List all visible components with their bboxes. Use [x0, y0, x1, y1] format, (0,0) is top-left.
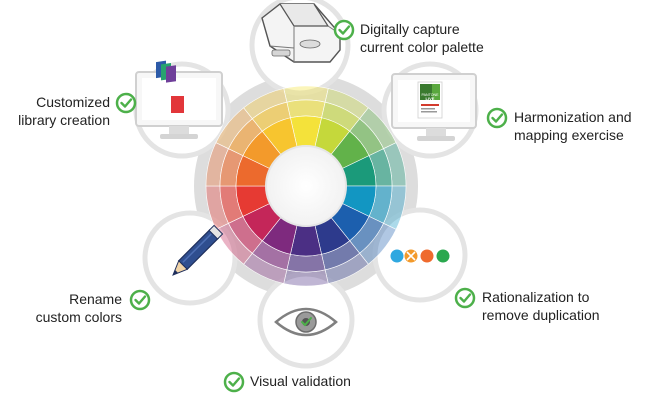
step-label-library: Customized library creation — [0, 93, 110, 129]
check-badge-validation-icon — [223, 371, 245, 393]
check-mark-rationalization-icon — [459, 293, 472, 303]
check-mark-rename-icon — [134, 295, 147, 305]
step-rationalization-line-1: Rationalization to — [482, 289, 590, 305]
step-label-capture: Digitally capture current color palette — [360, 20, 484, 56]
step-rename-line-1: Rename — [69, 291, 122, 307]
check-badge-capture-icon — [333, 19, 355, 41]
step-harmonization-line-1: Harmonization and — [514, 109, 632, 125]
monitor-logo-line-2: LIVE — [426, 96, 435, 101]
pencil-icon — [172, 224, 224, 276]
color-swatch-monitor-icon — [135, 60, 223, 139]
satellite-circle-rationalization — [372, 207, 468, 303]
step-capture-line-2: current color palette — [360, 39, 484, 55]
step-capture-line-1: Digitally capture — [360, 21, 460, 37]
step-label-validation: Visual validation — [250, 372, 351, 390]
monitor-logo-line-1: PANTONE — [421, 93, 439, 97]
eye-check-icon — [274, 307, 338, 337]
step-label-harmonization: Harmonization and mapping exercise — [514, 108, 632, 144]
step-library-line-2: library creation — [18, 112, 110, 128]
check-mark-capture-icon — [338, 25, 351, 35]
check-badge-library-icon — [115, 92, 137, 114]
color-dots-merge-icon — [390, 249, 450, 263]
color-wheel — [205, 85, 407, 287]
step-library-line-1: Customized — [36, 94, 110, 110]
step-rename-line-2: custom colors — [35, 309, 122, 325]
step-rationalization-line-2: remove duplication — [482, 307, 600, 323]
check-mark-harmonization-icon — [491, 113, 504, 123]
check-badges — [115, 19, 508, 393]
check-badge-rename-icon — [129, 289, 151, 311]
check-mark-library-icon — [120, 98, 133, 108]
check-mark-validation-icon — [228, 377, 241, 387]
wheel-ring-middle-segment — [286, 99, 326, 119]
step-validation-line-1: Visual validation — [250, 373, 351, 389]
step-label-rename: Rename custom colors — [18, 290, 122, 326]
step-harmonization-line-2: mapping exercise — [514, 127, 624, 143]
wheel-ring-middle-segment — [286, 253, 326, 273]
pantone-live-monitor-icon: PANTONE LIVE — [391, 73, 477, 141]
color-wheel-hub — [265, 145, 347, 227]
step-label-rationalization: Rationalization to remove duplication — [482, 288, 600, 324]
check-badge-rationalization-icon — [454, 287, 476, 309]
check-badge-harmonization-icon — [486, 107, 508, 129]
